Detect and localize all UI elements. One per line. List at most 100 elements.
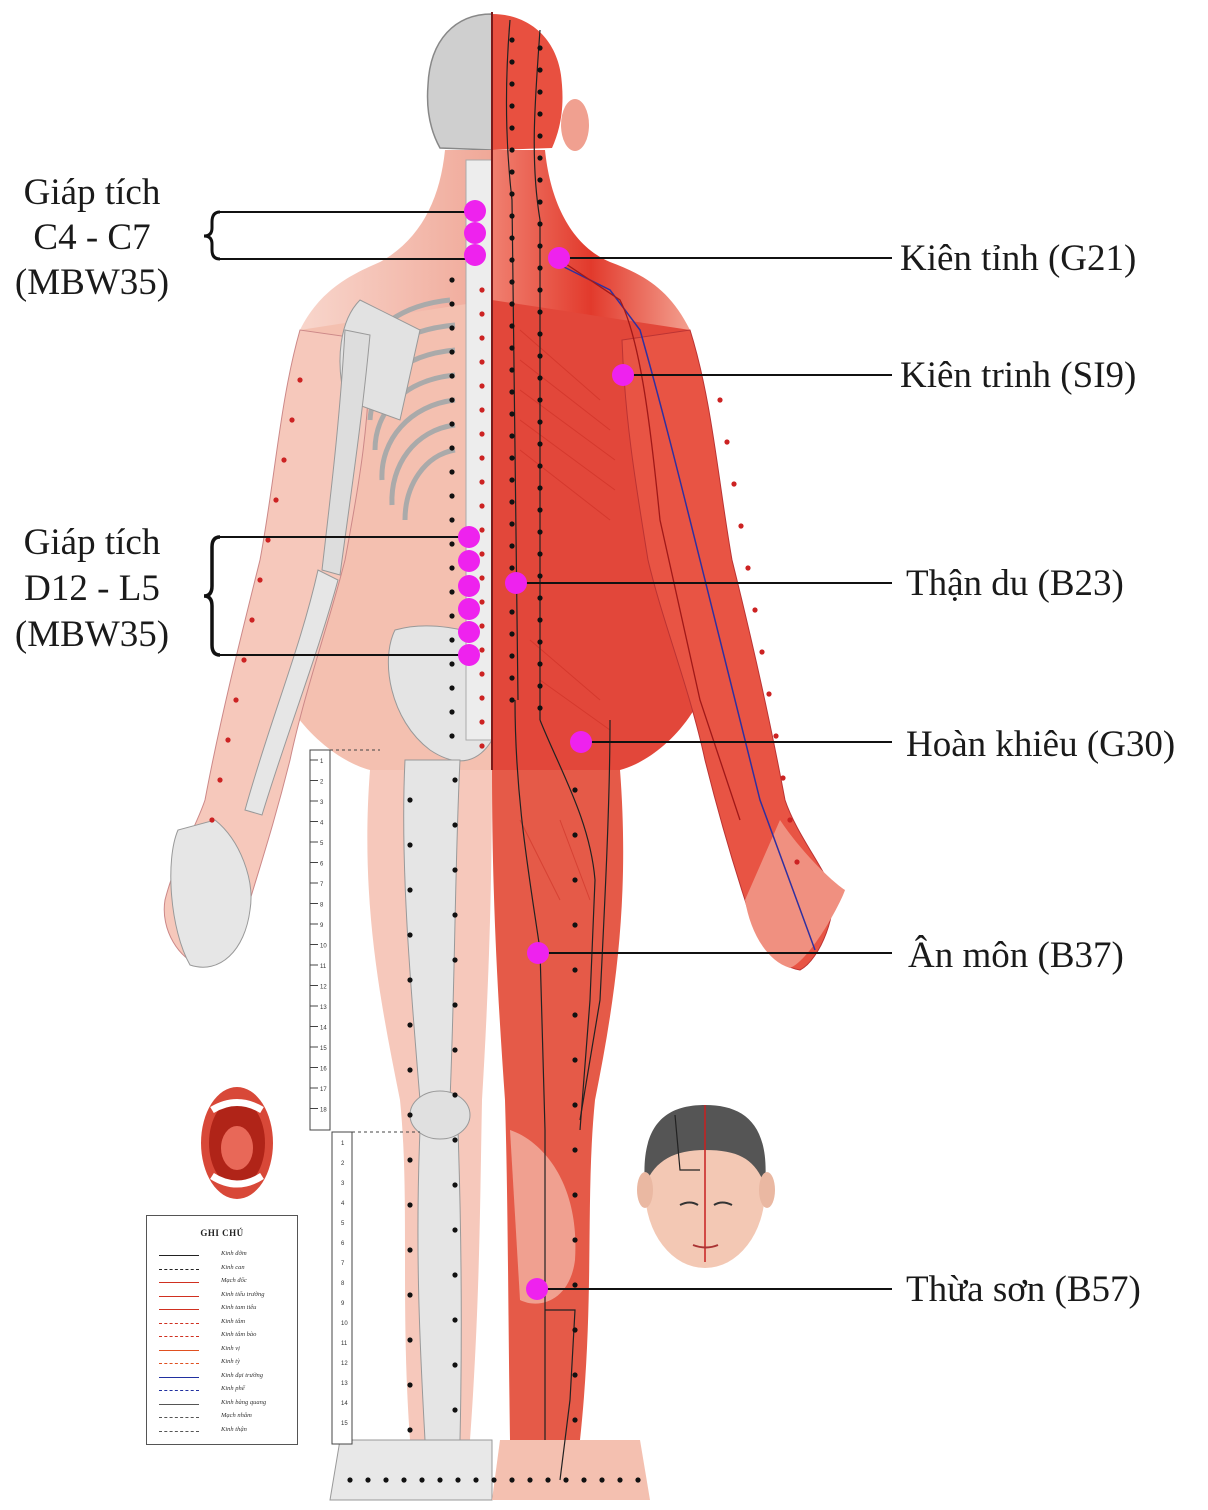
minor-acupoint (479, 479, 484, 484)
minor-acupoint (509, 59, 514, 64)
ruler-tick-label: 17 (320, 1087, 327, 1093)
minor-acupoint (537, 133, 542, 138)
minor-acupoint (752, 607, 757, 612)
minor-acupoint (509, 653, 514, 658)
minor-acupoint (537, 595, 542, 600)
legend-label: Kinh tam tiêu (221, 1304, 256, 1311)
minor-acupoint (509, 301, 514, 306)
minor-acupoint (449, 469, 454, 474)
minor-acupoint (509, 367, 514, 372)
minor-acupoint (407, 977, 412, 982)
minor-acupoint (537, 67, 542, 72)
minor-acupoint (537, 155, 542, 160)
minor-acupoint (794, 859, 799, 864)
minor-acupoint (572, 832, 577, 837)
minor-acupoint (572, 967, 577, 972)
ruler-tick-label: 11 (341, 1341, 348, 1347)
legend-swatch (159, 1323, 199, 1324)
minor-acupoint (527, 1477, 532, 1482)
legend-item: Mạch nhâm (159, 1412, 289, 1422)
minor-acupoint (509, 675, 514, 680)
minor-acupoint (452, 1092, 457, 1097)
minor-acupoint (479, 647, 484, 652)
minor-acupoint (537, 573, 542, 578)
minor-acupoint (537, 199, 542, 204)
mouth-illustration (201, 1087, 273, 1199)
acupoint-marker (458, 621, 480, 643)
minor-acupoint (479, 287, 484, 292)
label-line: (MBW35) (0, 616, 192, 653)
minor-acupoint (419, 1477, 424, 1482)
minor-acupoint (537, 419, 542, 424)
minor-acupoint (537, 375, 542, 380)
minor-acupoint (537, 441, 542, 446)
minor-acupoint (537, 397, 542, 402)
minor-acupoint (452, 1227, 457, 1232)
minor-acupoint (537, 551, 542, 556)
minor-acupoint (787, 817, 792, 822)
minor-acupoint (449, 277, 454, 282)
minor-acupoint (572, 1282, 577, 1287)
minor-acupoint (479, 551, 484, 556)
minor-acupoint (225, 737, 230, 742)
minor-acupoint (509, 499, 514, 504)
minor-acupoint (509, 191, 514, 196)
minor-acupoint (407, 1202, 412, 1207)
minor-acupoint (479, 599, 484, 604)
legend-item: Kinh phế (159, 1385, 289, 1395)
minor-acupoint (759, 649, 764, 654)
legend-item: Kinh can (159, 1264, 289, 1274)
ruler-tick-label: 12 (341, 1361, 348, 1367)
minor-acupoint (452, 867, 457, 872)
minor-acupoint (635, 1477, 640, 1482)
minor-acupoint (401, 1477, 406, 1482)
acupoint-marker (548, 247, 570, 269)
minor-acupoint (249, 617, 254, 622)
minor-acupoint (509, 125, 514, 130)
minor-acupoint (407, 932, 412, 937)
minor-acupoint (297, 377, 302, 382)
ruler-tick-label: 10 (320, 944, 327, 950)
minor-acupoint (449, 541, 454, 546)
legend-label: Kinh can (221, 1264, 245, 1271)
child-head-illustration (637, 1105, 775, 1268)
minor-acupoint (572, 1372, 577, 1377)
minor-acupoint (537, 265, 542, 270)
label-line: C4 - C7 (0, 219, 192, 256)
minor-acupoint (537, 661, 542, 666)
minor-acupoint (241, 657, 246, 662)
legend-item: Kinh vị (159, 1345, 289, 1355)
minor-acupoint (452, 1047, 457, 1052)
minor-acupoint (537, 45, 542, 50)
minor-acupoint (449, 373, 454, 378)
minor-acupoint (281, 457, 286, 462)
legend-label: Kinh tiểu trường (221, 1291, 265, 1298)
acupoint-marker (464, 244, 486, 266)
minor-acupoint (572, 1237, 577, 1242)
legend-item: Kinh bàng quang (159, 1399, 289, 1409)
ruler-tick-label: 14 (341, 1401, 348, 1407)
acupoint-marker (458, 644, 480, 666)
minor-acupoint (479, 671, 484, 676)
minor-acupoint (273, 497, 278, 502)
label-line: D12 - L5 (0, 570, 192, 607)
minor-acupoint (537, 331, 542, 336)
minor-acupoint (537, 309, 542, 314)
legend-swatch (159, 1255, 199, 1256)
minor-acupoint (545, 1477, 550, 1482)
minor-acupoint (509, 565, 514, 570)
legend-label: Mạch đốc (221, 1277, 247, 1284)
legend-item: Kinh tỳ (159, 1358, 289, 1368)
acupoint-marker (527, 942, 549, 964)
ruler-tick-label: 13 (320, 1005, 327, 1011)
minor-acupoint (289, 417, 294, 422)
minor-acupoint (479, 719, 484, 724)
minor-acupoint (449, 517, 454, 522)
minor-acupoint (509, 477, 514, 482)
minor-acupoint (449, 637, 454, 642)
minor-acupoint (509, 411, 514, 416)
legend-label: Kinh bàng quang (221, 1399, 266, 1406)
minor-acupoint (509, 81, 514, 86)
minor-acupoint (455, 1477, 460, 1482)
label-thua-son: Thừa sơn (B57) (906, 1271, 1141, 1308)
